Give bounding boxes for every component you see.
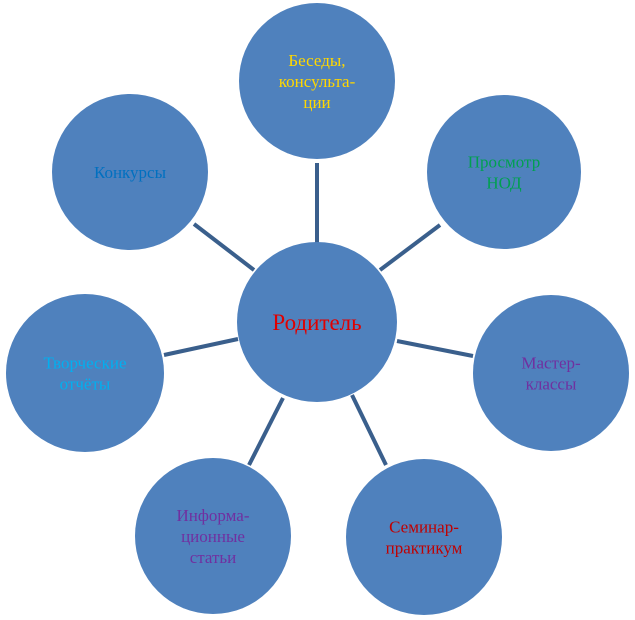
center-circle	[237, 242, 397, 402]
node-label-line: классы	[526, 375, 577, 394]
node-label-line: отчёты	[60, 375, 111, 394]
node-konkursy: Конкурсы	[52, 94, 208, 250]
node-label: Творческие отчёты	[44, 354, 127, 394]
node-label-line: практикум	[386, 539, 463, 558]
node-label-line: Родитель	[272, 310, 361, 335]
connector-seminar	[350, 394, 388, 466]
node-master: Мастер-классы	[473, 295, 629, 451]
node-label-line: Информа-	[177, 506, 250, 525]
node-label-line: ции	[303, 93, 330, 112]
node-circle	[52, 94, 208, 250]
node-label-line: Просмотр	[468, 153, 540, 172]
node-seminar: Семинар-практикум	[346, 459, 502, 615]
node-label: Информа-ционные статьи	[177, 506, 250, 567]
center-label: Родитель	[272, 310, 361, 335]
node-label-line: Беседы,	[288, 51, 345, 70]
node-stati: Информа-ционные статьи	[135, 458, 291, 614]
node-label: Мастер-классы	[521, 354, 581, 394]
node-circle	[6, 294, 164, 452]
node-center: Родитель	[237, 242, 397, 402]
node-label-line: НОД	[486, 174, 522, 193]
connector-konkursy	[192, 222, 256, 272]
connector-prosmotr	[378, 223, 442, 272]
node-besedy: Беседы, консульта-ции	[239, 3, 395, 159]
connector-master	[396, 339, 474, 358]
node-label: Беседы, консульта-ции	[279, 51, 356, 112]
node-label-line: Творческие	[44, 354, 127, 373]
node-circle	[427, 95, 581, 249]
node-label-line: Мастер-	[521, 354, 581, 373]
connector-stati	[247, 397, 285, 466]
node-label: Семинар-практикум	[386, 518, 463, 558]
node-circle	[239, 3, 395, 159]
connectors	[163, 163, 474, 466]
node-label-line: Семинар-	[389, 518, 459, 537]
node-label-line: Конкурсы	[94, 163, 167, 182]
node-circle	[473, 295, 629, 451]
connector-otchety	[163, 337, 239, 357]
node-label-line: ционные	[181, 527, 245, 546]
node-circle	[346, 459, 502, 615]
node-otchety: Творческие отчёты	[6, 294, 164, 452]
node-circle	[135, 458, 291, 614]
node-label: Конкурсы	[94, 163, 167, 182]
node-label-line: консульта-	[279, 72, 356, 91]
node-label-line: статьи	[190, 548, 237, 567]
